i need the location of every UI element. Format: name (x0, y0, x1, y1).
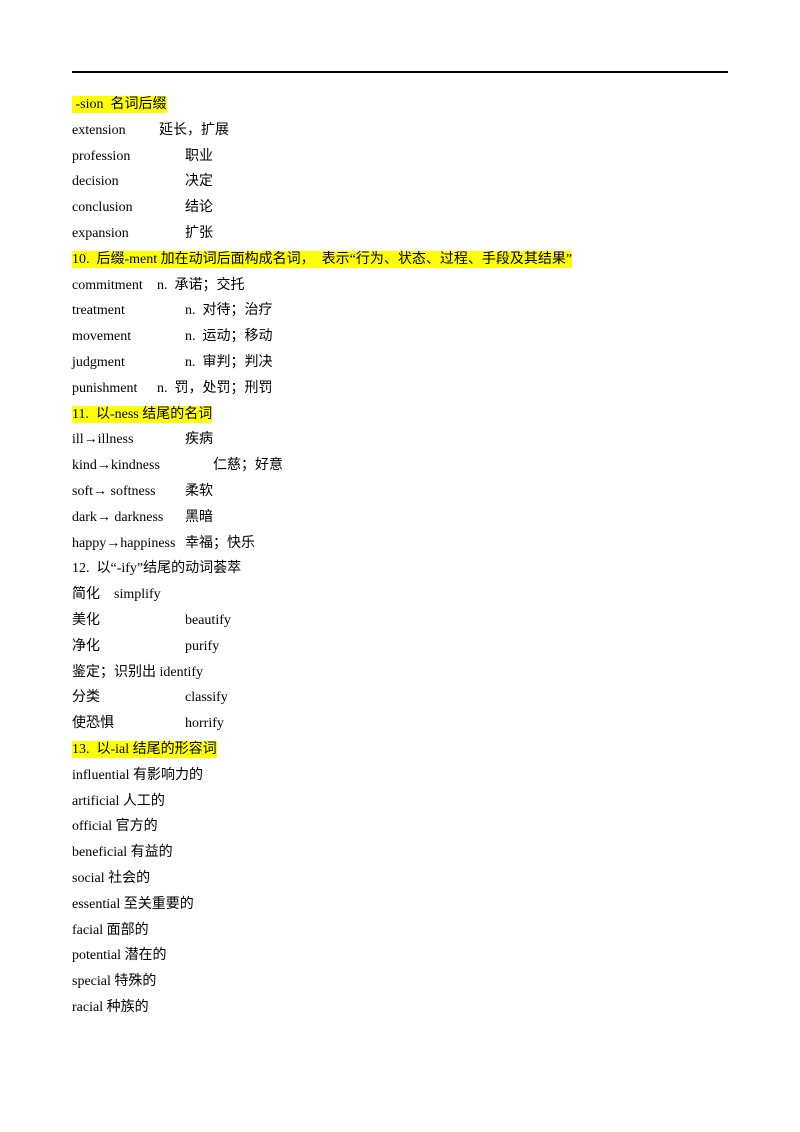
vocab-entry: 净化 purify (72, 634, 732, 660)
section-heading: 13. 以-ial 结尾的形容词 (72, 737, 732, 763)
entry-meaning: n. 罚，处罚；刑罚 (157, 380, 273, 396)
entry-meaning: beautify (185, 612, 231, 628)
heading-text: 12. 以“-ify”结尾的动词荟萃 (72, 561, 242, 577)
entry-meaning: n. 运动；移动 (185, 329, 273, 345)
vocab-text: 鉴定；识别出 identify (72, 664, 204, 680)
entry-term: happy→happiness (72, 535, 176, 551)
vocab-text: official 官方的 (72, 819, 158, 835)
vocab-entry: expansion 扩张 (72, 221, 732, 247)
entry-term: treatment (72, 303, 125, 319)
entry-term: kind→kindness (72, 458, 160, 474)
entry-term: expansion (72, 225, 129, 241)
entry-term: profession (72, 148, 131, 164)
entry-meaning: 黑暗 (185, 509, 213, 525)
section-heading: 11. 以-ness 结尾的名词 (72, 402, 732, 428)
entry-meaning: 职业 (185, 148, 213, 164)
vocab-entry: profession 职业 (72, 144, 732, 170)
vocab-entry: dark→ darkness 黑暗 (72, 505, 732, 531)
vocab-entry: kind→kindness 仁慈；好意 (72, 453, 732, 479)
entry-term: 简化 (72, 587, 100, 603)
vocab-line: essential 至关重要的 (72, 892, 732, 918)
entry-term: 净化 (72, 638, 100, 654)
entry-term: 使恐惧 (72, 716, 114, 732)
heading-text: 13. 以-ial 结尾的形容词 (72, 740, 217, 758)
vocab-text: artificial 人工的 (72, 793, 165, 809)
entry-meaning: classify (185, 690, 228, 706)
entry-meaning: 仁慈；好意 (213, 458, 283, 474)
vocab-line: facial 面部的 (72, 918, 732, 944)
entry-meaning: purify (185, 638, 220, 654)
entry-meaning: n. 审判；判决 (185, 354, 273, 370)
entry-term: 分类 (72, 690, 100, 706)
entry-meaning: simplify (114, 587, 161, 603)
section-heading: -sion 名词后缀 (72, 92, 732, 118)
entry-term: punishment (72, 380, 138, 396)
vocab-entry: treatment n. 对待；治疗 (72, 298, 732, 324)
vocab-entry: extension 延长，扩展 (72, 118, 732, 144)
vocab-entry: 美化 beautify (72, 608, 732, 634)
entry-term: decision (72, 174, 119, 190)
entry-term: soft→ softness (72, 483, 156, 499)
vocab-line: potential 潜在的 (72, 943, 732, 969)
vocab-entry: 分类 classify (72, 685, 732, 711)
vocab-text: facial 面部的 (72, 922, 149, 938)
document-body: -sion 名词后缀 extension 延长，扩展 profession 职业 deci… (72, 92, 732, 1021)
entry-meaning: 决定 (185, 174, 213, 190)
section-heading: 10. 后缀-ment 加在动词后面构成名词， 表示“行为、状态、过程、手段及其… (72, 247, 732, 273)
entry-term: dark→ darkness (72, 509, 164, 525)
entry-meaning: 扩张 (185, 225, 213, 241)
entry-meaning: n. 对待；治疗 (185, 303, 273, 319)
vocab-entry: punishment n. 罚，处罚；刑罚 (72, 376, 732, 402)
vocab-entry: conclusion 结论 (72, 195, 732, 221)
vocab-line: racial 种族的 (72, 995, 732, 1021)
top-rule (72, 71, 728, 73)
vocab-line: special 特殊的 (72, 969, 732, 995)
entry-term: movement (72, 329, 132, 345)
vocab-line: official 官方的 (72, 814, 732, 840)
entry-term: ill→illness (72, 432, 134, 448)
entry-meaning: 柔软 (185, 483, 213, 499)
entry-meaning: 延长，扩展 (159, 122, 229, 138)
vocab-line: influential 有影响力的 (72, 763, 732, 789)
vocab-entry: soft→ softness 柔软 (72, 479, 732, 505)
vocab-line: 鉴定；识别出 identify (72, 660, 732, 686)
heading-text: 10. 后缀-ment 加在动词后面构成名词， 表示“行为、状态、过程、手段及其… (72, 250, 573, 268)
vocab-entry: decision 决定 (72, 169, 732, 195)
heading-text: 11. 以-ness 结尾的名词 (72, 405, 213, 423)
vocab-entry: 简化 simplify (72, 582, 732, 608)
vocab-entry: happy→happiness 幸福；快乐 (72, 531, 732, 557)
entry-meaning: horrify (185, 716, 224, 732)
section-heading: 12. 以“-ify”结尾的动词荟萃 (72, 556, 732, 582)
entry-term: conclusion (72, 200, 133, 216)
entry-term: extension (72, 122, 126, 138)
entry-term: judgment (72, 354, 125, 370)
entry-meaning: 结论 (185, 200, 213, 216)
entry-term: commitment (72, 277, 143, 293)
vocab-text: beneficial 有益的 (72, 845, 173, 861)
vocab-entry: judgment n. 审判；判决 (72, 350, 732, 376)
vocab-entry: movement n. 运动；移动 (72, 324, 732, 350)
vocab-line: artificial 人工的 (72, 789, 732, 815)
vocab-text: social 社会的 (72, 870, 151, 886)
vocab-line: social 社会的 (72, 866, 732, 892)
vocab-line: beneficial 有益的 (72, 840, 732, 866)
entry-meaning: n. 承诺；交托 (157, 277, 245, 293)
vocab-entry: 使恐惧 horrify (72, 711, 732, 737)
entry-meaning: 疾病 (185, 432, 213, 448)
heading-text: -sion 名词后缀 (72, 96, 167, 113)
entry-meaning: 幸福；快乐 (185, 535, 255, 551)
vocab-text: special 特殊的 (72, 974, 157, 990)
vocab-entry: commitment n. 承诺；交托 (72, 273, 732, 299)
vocab-entry: ill→illness 疾病 (72, 427, 732, 453)
vocab-text: racial 种族的 (72, 999, 149, 1015)
entry-term: 美化 (72, 612, 100, 628)
vocab-text: influential 有影响力的 (72, 767, 204, 783)
vocab-text: essential 至关重要的 (72, 896, 194, 912)
vocab-text: potential 潜在的 (72, 948, 167, 964)
